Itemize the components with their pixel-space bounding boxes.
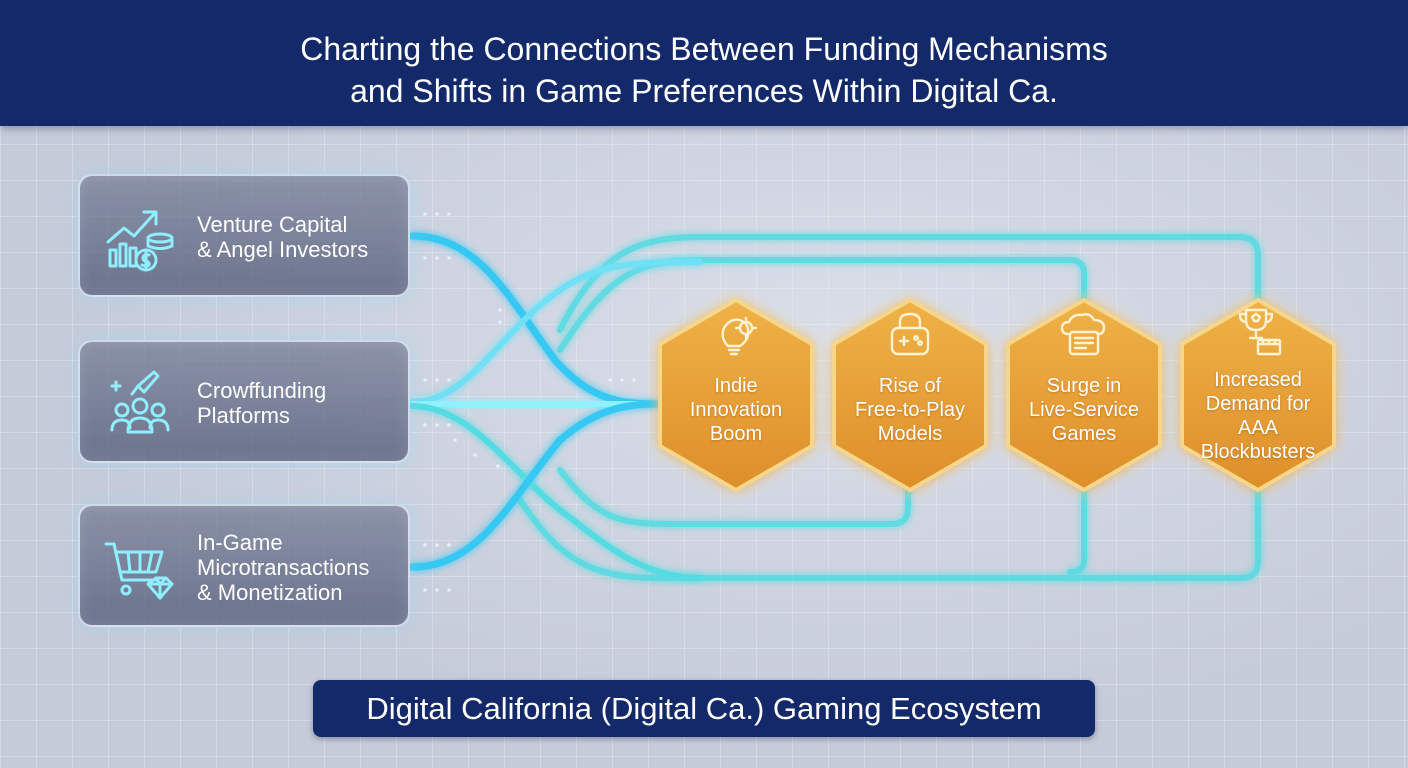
ecosystem-label: Digital California (Digital Ca.) Gaming …: [366, 691, 1042, 726]
shopping-cart-gem-icon: [104, 542, 174, 600]
funding-label-microtransactions: In-Game Microtransactions & Monetization: [197, 530, 370, 605]
trophy-clapperboard-icon: [1238, 308, 1282, 356]
hexagon-free-to-play: [832, 297, 988, 493]
hexagon-aaa-blockbusters: [1180, 297, 1336, 493]
trend-label-live-service: Surge in Live-Service Games: [1028, 375, 1140, 445]
lightbulb-gear-icon: [721, 316, 758, 356]
funding-card-microtransactions: In-Game Microtransactions & Monetization: [78, 504, 410, 627]
funding-label-venture-capital: Venture Capital & Angel Investors: [197, 212, 369, 262]
funding-card-venture-capital: Venture Capital & Angel Investors: [78, 174, 410, 297]
page-title: Charting the Connections Between Funding…: [300, 31, 1108, 109]
cloud-server-icon: [1060, 312, 1106, 356]
crowd-rocket-icon: [110, 370, 170, 434]
funding-card-crowdfunding: Crowffunding Platforms: [78, 340, 410, 463]
gamepad-lock-icon: [890, 312, 930, 356]
investment-growth-icon: [106, 210, 174, 272]
trend-label-indie-innovation: Indie Innovation Boom: [689, 375, 783, 445]
hexagon-live-service: [1006, 297, 1162, 493]
hexagon-indie-innovation: [658, 297, 814, 493]
funding-label-crowdfunding: Crowffunding Platforms: [197, 378, 327, 428]
trend-label-aaa-blockbusters: Increased Demand for AAA Blockbusters: [1200, 369, 1316, 463]
trend-hexagons: [658, 297, 1336, 493]
trend-label-free-to-play: Rise of Free-to-Play Models: [854, 375, 966, 445]
ecosystem-banner: Digital California (Digital Ca.) Gaming …: [313, 680, 1095, 737]
header-bar: Charting the Connections Between Funding…: [0, 0, 1408, 126]
